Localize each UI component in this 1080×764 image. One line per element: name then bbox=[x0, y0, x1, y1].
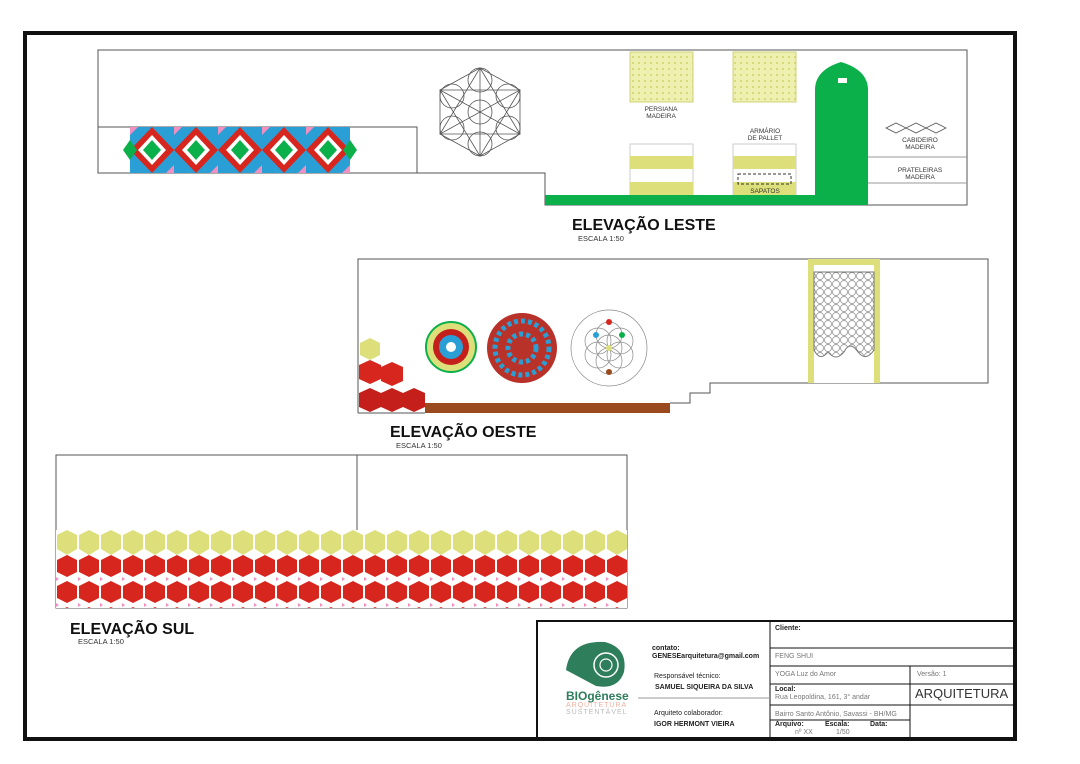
logo-text: BIOgênese bbox=[566, 689, 629, 703]
pallet-cabinet bbox=[629, 143, 797, 196]
client-label: Cliente: bbox=[775, 625, 801, 632]
hexagon-tiles bbox=[359, 338, 425, 412]
tree-of-life-icon bbox=[570, 309, 648, 387]
elevation-oeste: ELEVAÇÃO OESTE ESCALA 1:50 bbox=[357, 258, 989, 450]
svg-text:ESCALA 1:50: ESCALA 1:50 bbox=[396, 441, 442, 450]
geometric-pattern-band bbox=[130, 127, 350, 173]
version: Versão: 1 bbox=[917, 671, 947, 678]
flower-of-life-icon bbox=[487, 313, 557, 383]
door-green bbox=[815, 62, 868, 205]
logo-shell-icon bbox=[566, 641, 625, 687]
coat-rack-icon bbox=[885, 122, 947, 134]
curtain-lattice bbox=[813, 271, 875, 358]
window-shutter bbox=[732, 51, 797, 103]
scale-value: 1/50 bbox=[836, 729, 850, 736]
collab-label: Arquiteto colaborador: bbox=[654, 710, 723, 717]
metatron-cube-icon bbox=[439, 67, 521, 157]
resp-label: Responsável técnico: bbox=[654, 673, 721, 680]
svg-text:CABIDEIRO: CABIDEIRO bbox=[902, 137, 938, 144]
elevation-sul: ELEVAÇÃO SUL ESCALA 1:50 bbox=[55, 454, 628, 646]
local-label: Local: bbox=[775, 686, 796, 693]
contact-label: contato: bbox=[652, 645, 680, 652]
discipline: ARQUITETURA bbox=[915, 686, 1009, 701]
window-shutter bbox=[629, 51, 694, 103]
svg-text:DE PALLET: DE PALLET bbox=[748, 135, 783, 142]
local-line1: Rua Leopoldina, 161, 3° andar bbox=[775, 694, 871, 701]
collab-name: IGOR HERMONT VIEIRA bbox=[654, 721, 735, 728]
svg-text:PRATELEIRAS: PRATELEIRAS bbox=[898, 167, 943, 174]
svg-text:MADEIRA: MADEIRA bbox=[905, 174, 935, 181]
svg-text:SAPATOS: SAPATOS bbox=[750, 188, 780, 195]
svg-text:ESCALA 1:50: ESCALA 1:50 bbox=[578, 234, 624, 243]
date-label: Data: bbox=[870, 721, 888, 728]
svg-text:MADEIRA: MADEIRA bbox=[646, 113, 676, 120]
logo-sub1: ARQUITETURA bbox=[566, 702, 628, 709]
sheet-border bbox=[23, 31, 1017, 741]
svg-text:ARMÁRIO: ARMÁRIO bbox=[750, 126, 780, 135]
floor-green bbox=[545, 195, 815, 205]
file-value: nº XX bbox=[795, 729, 813, 736]
svg-text:ELEVAÇÃO OESTE: ELEVAÇÃO OESTE bbox=[390, 421, 537, 441]
local-line2: Bairro Santo Antônio, Savassi - BH/MG bbox=[775, 711, 897, 718]
contact-email: GENESEarquitetura@gmail.com bbox=[652, 653, 760, 660]
svg-text:ELEVAÇÃO SUL: ELEVAÇÃO SUL bbox=[70, 618, 194, 638]
scale-label: Escala: bbox=[825, 721, 850, 728]
svg-text:PERSIANA: PERSIANA bbox=[645, 106, 679, 113]
client-line2: YOGA Luz do Amor bbox=[775, 671, 837, 678]
elevation-title: ELEVAÇÃO LESTE bbox=[572, 214, 716, 234]
file-label: Arquivo: bbox=[775, 721, 804, 728]
mandala-icon bbox=[425, 321, 477, 373]
client-line1: FENG SHUI bbox=[775, 653, 814, 660]
svg-text:MADEIRA: MADEIRA bbox=[905, 144, 935, 151]
elevation-leste: PERSIANA MADEIRA ARMÁRIO DE PALLET SAPAT… bbox=[97, 49, 968, 243]
floor-wood bbox=[425, 403, 670, 413]
logo-sub2: SUSTENTÁVEL bbox=[566, 709, 628, 716]
svg-text:ESCALA 1:50: ESCALA 1:50 bbox=[78, 637, 124, 646]
title-block bbox=[536, 620, 1016, 740]
resp-name: SAMUEL SIQUEIRA DA SILVA bbox=[655, 684, 754, 691]
